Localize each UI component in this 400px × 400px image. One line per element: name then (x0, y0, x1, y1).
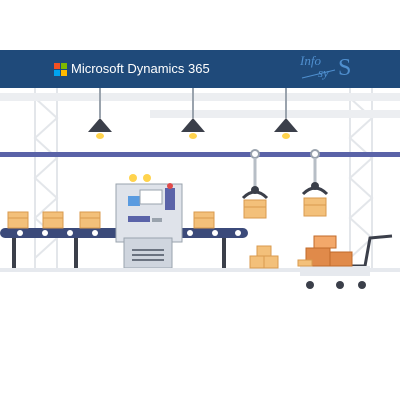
cardboard-box-icon (193, 211, 215, 229)
scaffold-left (33, 88, 59, 270)
ceiling-beam (0, 93, 400, 101)
header-banner: Microsoft Dynamics 365 Info sy S (0, 50, 400, 88)
ceiling-lamp-icon (88, 88, 112, 139)
brand-line1: Info (300, 53, 321, 68)
scaffold-right (348, 88, 374, 270)
cardboard-box-icon (249, 245, 279, 269)
factory-illustration (0, 88, 400, 289)
cardboard-box-icon (42, 211, 64, 229)
brand-logo (290, 50, 370, 88)
product-name: Microsoft Dynamics 365 (71, 61, 210, 76)
brand-line2: sy (318, 65, 329, 80)
brand-mark: S (338, 55, 352, 81)
brand-swoosh-icon (301, 69, 336, 79)
robotic-arm-icon (241, 149, 269, 219)
ceiling-lamp-icon (274, 88, 298, 139)
overhead-rail (0, 152, 400, 157)
upper-duct (150, 110, 400, 118)
cardboard-box-icon (79, 211, 101, 229)
ceiling-lamp-icon (181, 88, 205, 139)
robotic-arm-icon (301, 149, 329, 217)
hand-cart-icon (297, 234, 393, 289)
cardboard-box-icon (7, 211, 29, 229)
floor-line (0, 268, 400, 272)
microsoft-logo-icon (54, 63, 67, 76)
control-machine-icon (115, 174, 183, 269)
